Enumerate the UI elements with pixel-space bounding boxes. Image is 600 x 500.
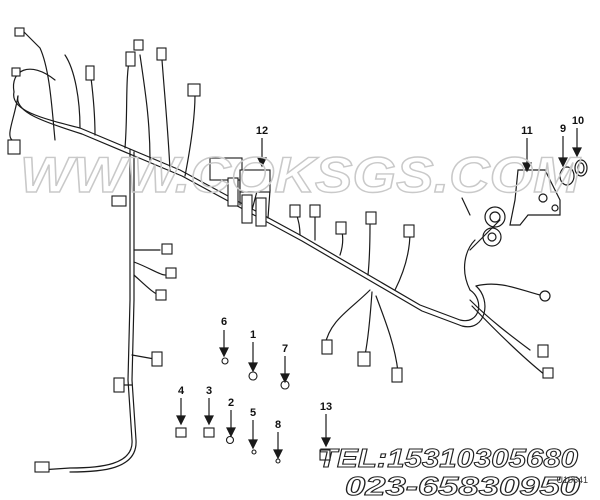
callout-4: 4 — [178, 385, 185, 397]
callout-6: 6 — [221, 316, 227, 328]
callout-2: 2 — [228, 397, 234, 409]
callout-7: 7 — [282, 343, 288, 355]
callout-arrows — [176, 128, 582, 460]
callout-11: 11 — [521, 125, 533, 137]
wiring-harness — [9, 29, 546, 473]
bracket-assembly — [482, 159, 588, 302]
callout-10: 10 — [572, 115, 584, 127]
callout-8: 8 — [275, 419, 281, 431]
phone-line-2: 023-65830950 — [345, 471, 581, 500]
relay-group — [209, 157, 271, 227]
connector-blocks — [7, 27, 554, 473]
callout-labels: 12 11 9 10 6 1 7 4 3 2 5 8 13 — [178, 115, 584, 431]
drawing-code: U10541 — [556, 475, 588, 485]
callout-5: 5 — [250, 407, 256, 419]
callout-9: 9 — [560, 123, 566, 135]
callout-12: 12 — [256, 125, 268, 137]
watermark-text: WWW.COKSGS.COM — [20, 147, 582, 203]
callout-3: 3 — [206, 385, 212, 397]
phone-line-1: TEL:15310305680 — [318, 443, 579, 473]
callout-13: 13 — [320, 401, 332, 413]
callout-1: 1 — [250, 329, 256, 341]
